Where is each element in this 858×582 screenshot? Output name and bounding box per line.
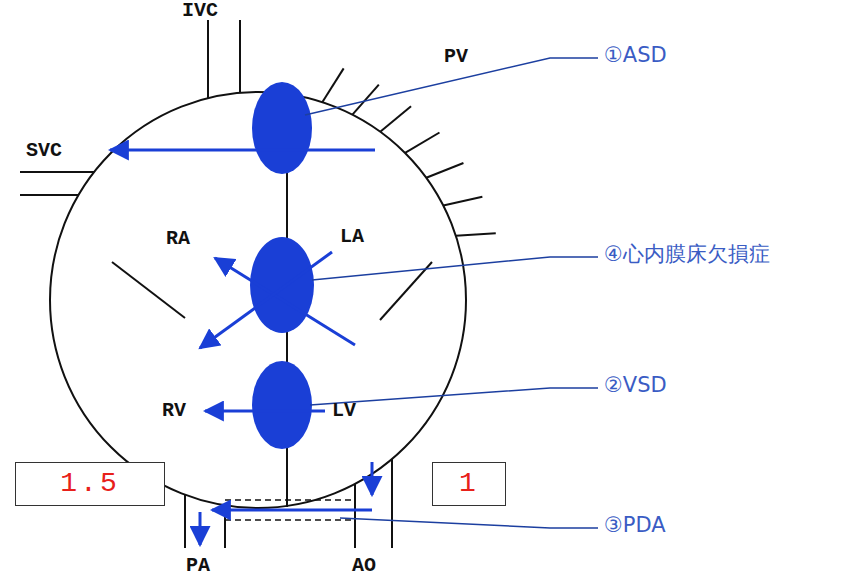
callout-label: ②VSD xyxy=(604,374,667,397)
part-label: AO xyxy=(352,555,376,577)
vein-line xyxy=(380,106,411,132)
part-label: PV xyxy=(444,46,468,68)
ratio-box: 1 xyxy=(432,462,506,506)
callout-label: ③PDA xyxy=(604,514,666,537)
vein-line xyxy=(426,163,463,178)
vein-line xyxy=(405,133,439,153)
part-label: PA xyxy=(186,555,210,577)
part-label: RA xyxy=(166,228,190,250)
leader-lines xyxy=(305,58,598,528)
part-label: LV xyxy=(332,400,356,422)
vein-line xyxy=(443,197,482,206)
vein-line xyxy=(456,233,496,236)
part-label: IVC xyxy=(182,0,218,22)
callout-label: ④心内膜床欠損症 xyxy=(604,243,770,266)
ratio-value: 1 xyxy=(459,469,479,500)
ratio-value: 1.5 xyxy=(60,469,119,500)
callout-label: ①ASD xyxy=(604,44,667,67)
part-label: SVC xyxy=(26,140,62,162)
defects xyxy=(250,82,314,449)
vein-line xyxy=(322,68,343,102)
part-label: LA xyxy=(340,226,364,248)
part-label: RV xyxy=(162,400,186,422)
ratio-box: 1.5 xyxy=(15,462,165,506)
vein-line xyxy=(352,85,378,115)
